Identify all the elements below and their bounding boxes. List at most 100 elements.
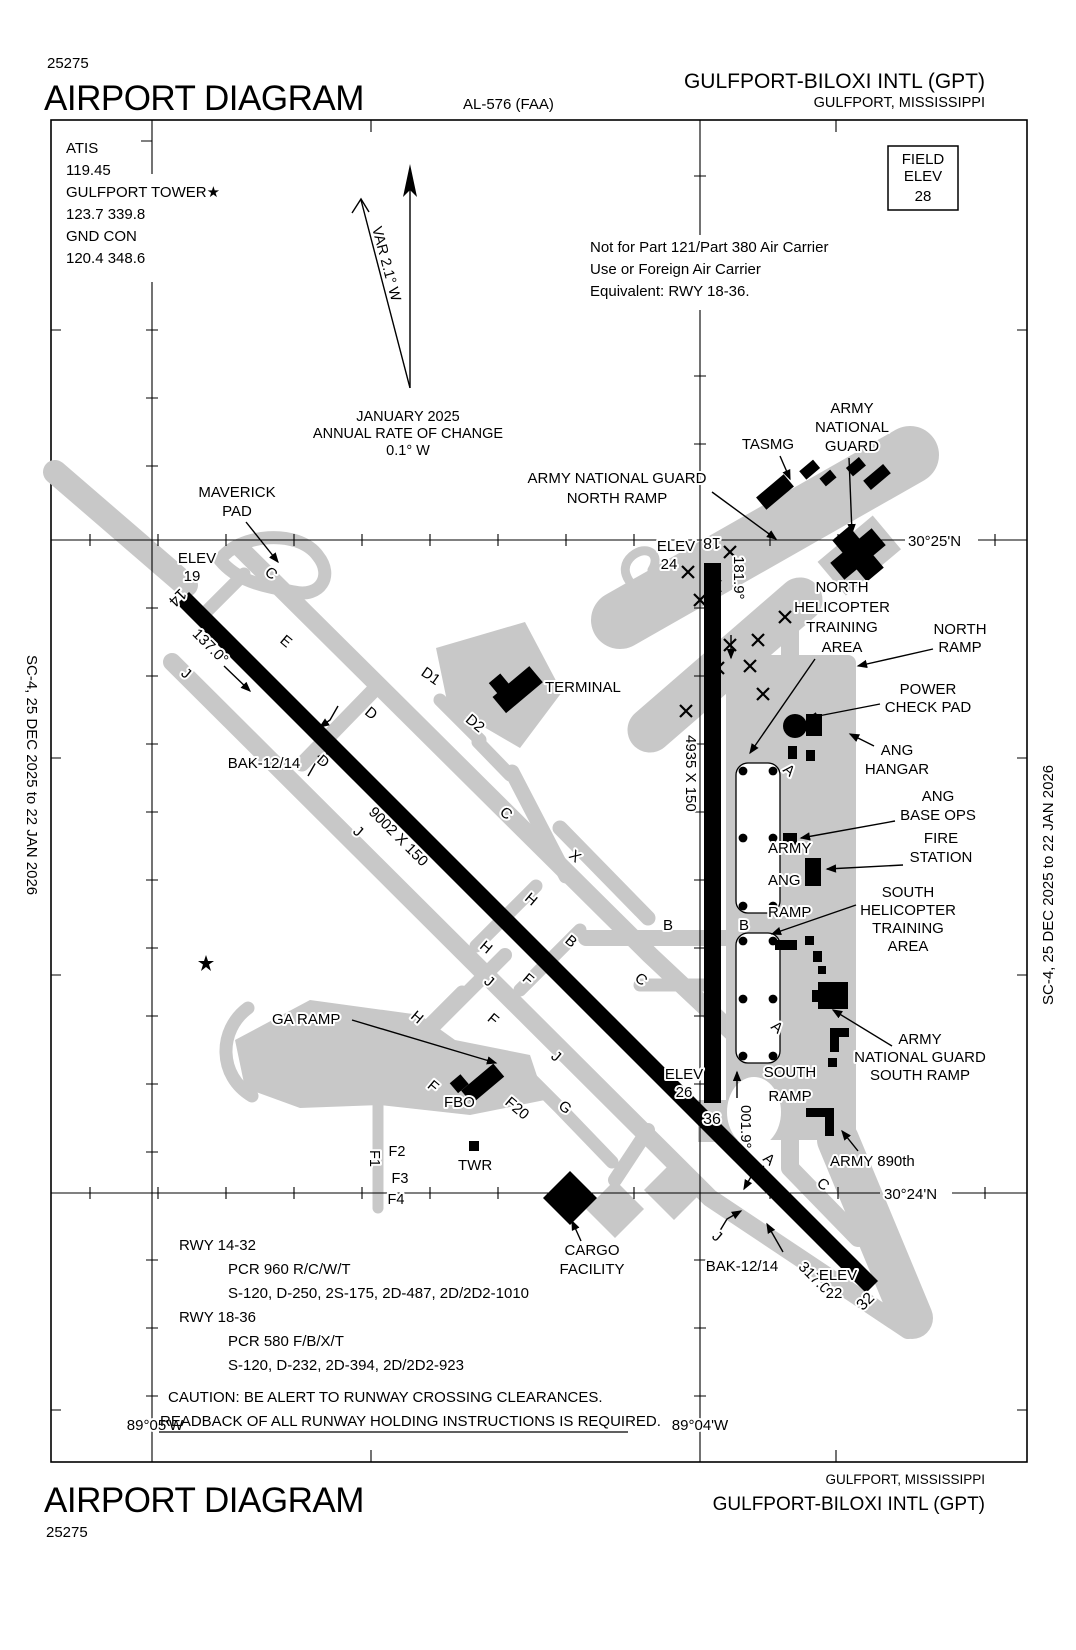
arrow-army-south-ramp [831, 1009, 893, 1047]
arrow-power-check-pad [806, 703, 881, 721]
south-ramp-label1: SOUTH [764, 1064, 817, 1081]
airport-city: GULFPORT, MISSISSIPPI [814, 95, 985, 111]
meridian-8905 [141, 120, 153, 1462]
terminal-building [488, 666, 543, 714]
south-ramp-pocket [727, 1077, 781, 1147]
map-border [50, 119, 1028, 1463]
army-ng-label3: GUARD [825, 438, 879, 455]
atis-freq: 119.45 [66, 162, 111, 179]
longitude-label-west: 89°05'W [127, 1417, 184, 1434]
runway-18-36 [704, 563, 721, 1103]
arrow-north-ramp [856, 648, 934, 669]
runways [176, 563, 879, 1294]
arrow-cargo [571, 1219, 582, 1242]
beacon-star-icon [198, 955, 214, 971]
rwy36-heading: 001.9° [737, 1105, 754, 1149]
maverick-pad-label2: PAD [222, 503, 252, 520]
cargo-apron1 [586, 1180, 644, 1238]
north-heli-label4: AREA [822, 639, 863, 656]
arrow-army-890th [841, 1129, 859, 1152]
army-ng-label1: ARMY [830, 400, 873, 417]
rwy1836-pcr: PCR 580 F/B/X/T [228, 1333, 344, 1350]
carrier-note-line2: Use or Foreign Air Carrier [590, 261, 761, 278]
taxiway-c-cross [504, 764, 574, 884]
ang-base-ops-label2: BASE OPS [900, 807, 976, 824]
true-north-arrowhead-icon [403, 164, 417, 197]
magnetic-north-arrow [360, 199, 411, 389]
header: 25275 AIRPORT DIAGRAM AL-576 (FAA) GULFP… [44, 55, 985, 118]
guard-building-3 [845, 457, 866, 477]
rwy1432-codes: S-120, D-250, 2S-175, 2D-487, 2D/2D2-101… [228, 1285, 529, 1302]
carrier-note-line3: Equivalent: RWY 18-36. [590, 283, 750, 300]
field-elev-border [887, 145, 959, 211]
taxiway-d2 [471, 735, 517, 782]
guard-building-1 [799, 459, 821, 480]
page-title: AIRPORT DIAGRAM [44, 79, 364, 118]
taxiway-letter: J [709, 1228, 726, 1246]
variation-label: VAR 2.1° W [368, 225, 403, 303]
heli-pad-dots [738, 766, 778, 1061]
taxiway-connector [199, 567, 251, 619]
latitude-label-south: 30°24'N [884, 1186, 937, 1203]
cargo-apron2 [644, 1160, 704, 1220]
south-ramp-label2: RAMP [768, 1088, 811, 1105]
south-heli-label3: TRAINING [872, 920, 944, 937]
runway-14-32 [176, 591, 879, 1294]
variation-date: JANUARY 2025 [356, 409, 459, 425]
arrow-south-heli [770, 904, 857, 936]
elev19-value: 19 [184, 568, 201, 585]
hook-taxiway [620, 546, 665, 605]
airport-name: GULFPORT-BILOXI INTL (GPT) [684, 70, 985, 93]
field-elev-value: 28 [915, 188, 932, 205]
cargo-facility-label2: FACILITY [559, 1261, 624, 1278]
footer-chart-number: 25275 [46, 1524, 88, 1541]
guard-building-2 [819, 469, 837, 487]
taxiway-letter: F [484, 1010, 502, 1029]
variation-value: 0.1° W [386, 443, 430, 459]
power-check-pad-label2: CHECK PAD [885, 699, 972, 716]
ga-ramp-label: GA RAMP [272, 1011, 340, 1028]
taxiway-network [43, 426, 939, 1339]
bak1214-label-south: BAK-12/14 [706, 1258, 779, 1275]
tower-label: GULFPORT TOWER★ [66, 184, 220, 201]
taxiway-f4-label: F4 [388, 1192, 405, 1208]
twr-label: TWR [458, 1157, 492, 1174]
ang-base-ops-label1: ANG [922, 788, 955, 805]
taxiway-d1 [433, 693, 487, 747]
magnetic-north-arrowhead-icon [351, 197, 370, 214]
army-ang-ramp-label1: ARMY [768, 840, 811, 857]
taxiway-letter: B [663, 917, 673, 934]
caution-line2: READBACK OF ALL RUNWAY HOLDING INSTRUCTI… [160, 1413, 661, 1430]
ang-base-ops-building [783, 833, 797, 847]
comm-box: ATIS 119.45 GULFPORT TOWER★ 123.7 339.8 … [66, 140, 220, 267]
south-heli-label2: HELICOPTER [860, 902, 956, 919]
south-heli-buildings [775, 936, 826, 974]
variation-rate: ANNUAL RATE OF CHANGE [313, 426, 503, 442]
fire-station-building [805, 858, 821, 886]
arrow-ang-north-ramp [711, 491, 778, 540]
meridian-8905-ticks [146, 329, 158, 1397]
fbo-building [449, 1063, 505, 1104]
carrier-note: Not for Part 121/Part 380 Air Carrier Us… [590, 239, 828, 300]
arrow-fire-station [825, 864, 904, 873]
arrow-army-national-guard [847, 457, 856, 535]
ang-north-ramp-label1: ARMY NATIONAL GUARD [528, 470, 707, 487]
arrow-ga-ramp [351, 1019, 498, 1065]
cargo-building [543, 1171, 597, 1225]
chart-number-top: 25275 [47, 55, 89, 72]
helicopter-training-pads [727, 762, 781, 1147]
tower-freqs: 123.7 339.8 [66, 206, 145, 223]
guard-building-4 [863, 464, 891, 490]
arrow-heading-137 [223, 665, 252, 692]
north-ramp-label2: RAMP [938, 639, 981, 656]
caution-line1: CAUTION: BE ALERT TO RUNWAY CROSSING CLE… [168, 1389, 603, 1406]
taxiway-g [513, 1061, 619, 1169]
army-ang-ramp-label3: RAMP [768, 904, 811, 921]
buildings [449, 457, 891, 1225]
leader-arrows [223, 455, 934, 1253]
graticule [51, 120, 1027, 1462]
north-heli-pad [735, 762, 781, 914]
army-guard-cross-building [830, 526, 886, 582]
southeast-ramp-band [817, 1119, 933, 1339]
